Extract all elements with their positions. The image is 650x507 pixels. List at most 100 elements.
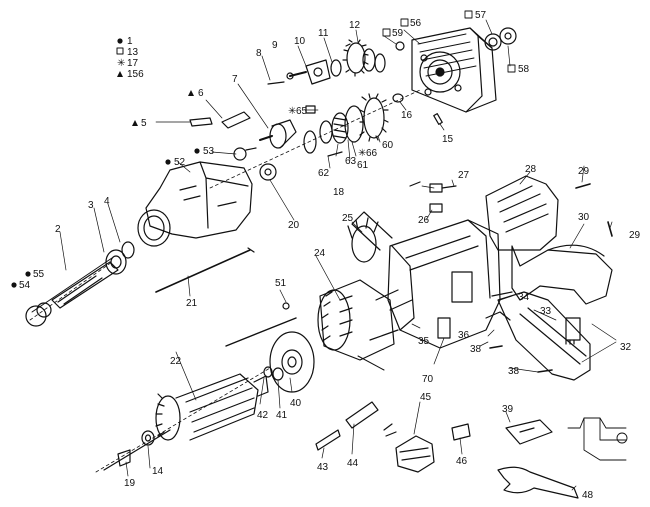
- triangle-icon: [117, 71, 123, 77]
- callout-38a: 38: [470, 344, 482, 355]
- legend-item-13: 13: [127, 47, 139, 58]
- bearing-3: [105, 249, 127, 275]
- gear-holder-10: [305, 59, 331, 85]
- legend-item-17: 17: [127, 58, 139, 69]
- gearbox-parts: [189, 27, 517, 189]
- handle-assembly: [409, 175, 613, 381]
- legend: 1 13 ✳ 17 156: [116, 36, 144, 80]
- callout-60: 60: [382, 140, 394, 151]
- motor-housing-35: [387, 219, 501, 349]
- brush-holder-25: [351, 225, 377, 263]
- callout-57: 57: [475, 10, 487, 21]
- cable-36: [485, 311, 511, 321]
- callout-41: 41: [276, 410, 288, 421]
- callout-25: 25: [342, 213, 354, 224]
- square-icon: [507, 64, 516, 73]
- callout-20: 20: [288, 220, 300, 231]
- bearing-plate-40: [269, 331, 315, 393]
- callout-46: 46: [456, 456, 468, 467]
- callout-42: 42: [257, 410, 269, 421]
- pin-5: [189, 117, 213, 127]
- spindle-2: [31, 257, 113, 313]
- plate-70: [437, 317, 451, 339]
- accessories: [315, 401, 628, 499]
- callout-10: 10: [294, 36, 306, 47]
- pinion-11: [330, 59, 342, 77]
- callout-63: 63: [345, 156, 357, 167]
- callout-29a: 29: [578, 166, 590, 177]
- callout-32: 32: [620, 342, 632, 353]
- armature: [95, 367, 271, 473]
- callout-34: 34: [518, 292, 530, 303]
- callout-53: 53: [203, 146, 215, 157]
- handle-cover-32: [497, 291, 591, 381]
- screw-8: [267, 81, 285, 85]
- callout-15: 15: [442, 134, 454, 145]
- bullet-dot-icon: [11, 282, 17, 288]
- square-icon: [400, 18, 409, 27]
- callout-29b: 29: [629, 230, 641, 241]
- legend-item-1: 1: [127, 36, 133, 47]
- callout-59: 59: [392, 28, 404, 39]
- callout-11: 11: [318, 28, 329, 39]
- bearing-20: [259, 163, 277, 181]
- washer-42: [263, 366, 273, 378]
- clutch-plate-61: [344, 105, 364, 143]
- bullet-dot-icon: [194, 148, 200, 154]
- bolt-21: [155, 249, 251, 293]
- callout-33: 33: [540, 306, 552, 317]
- asterisk-icon: ✳: [117, 58, 125, 69]
- bullet-dot-icon: [117, 38, 123, 44]
- triangle-icon: [132, 120, 138, 126]
- armature-fan: [155, 395, 181, 441]
- callout-19: 19: [124, 478, 136, 489]
- asterisk-icon: ✳: [358, 148, 366, 159]
- clamp-34: [491, 291, 513, 297]
- bullet-dot-icon: [25, 271, 31, 277]
- front-housing: [137, 161, 253, 247]
- sleeve-19: [117, 449, 131, 467]
- callout-35: 35: [418, 336, 430, 347]
- callout-6: 6: [198, 88, 204, 99]
- callout-61: 61: [357, 160, 369, 171]
- callout-56: 56: [410, 18, 422, 29]
- drill-bit-44: [345, 401, 379, 429]
- callout-8: 8: [256, 48, 262, 59]
- lever-6: [221, 111, 251, 129]
- gear-12: [346, 42, 366, 74]
- callout-14: 14: [152, 466, 164, 477]
- switch-33: [565, 317, 581, 341]
- asterisk-icon: ✳: [288, 106, 296, 117]
- chuck-45: [395, 435, 435, 473]
- switch-39: [505, 419, 553, 445]
- circlip-16: [392, 93, 404, 103]
- callout-26: 26: [418, 215, 430, 226]
- stator: [317, 279, 413, 371]
- callout-62: 62: [318, 168, 330, 179]
- callout-30: 30: [578, 212, 590, 223]
- callout-65: 65: [296, 106, 308, 117]
- screw-29: [575, 183, 591, 189]
- callout-52: 52: [174, 157, 186, 168]
- callout-4: 4: [104, 196, 110, 207]
- callout-36: 36: [458, 330, 470, 341]
- leader-lines: [59, 19, 617, 491]
- triangle-icon: [188, 90, 194, 96]
- square-icon: [464, 10, 473, 19]
- callout-24: 24: [314, 248, 326, 259]
- bullet-dot-icon: [165, 159, 171, 165]
- bearing-14: [141, 430, 155, 446]
- washer-54: [25, 305, 47, 327]
- callout-45: 45: [420, 392, 432, 403]
- square-icon: [382, 28, 391, 37]
- gear-case-52: [145, 161, 253, 239]
- callout-22: 22: [170, 356, 182, 367]
- brush-26: [429, 183, 443, 193]
- callout-16: 16: [401, 110, 413, 121]
- callout-40: 40: [290, 398, 302, 409]
- handle-30: [511, 245, 613, 305]
- legend-item-156: 156: [127, 69, 144, 80]
- clutch-gear-60: [363, 97, 385, 139]
